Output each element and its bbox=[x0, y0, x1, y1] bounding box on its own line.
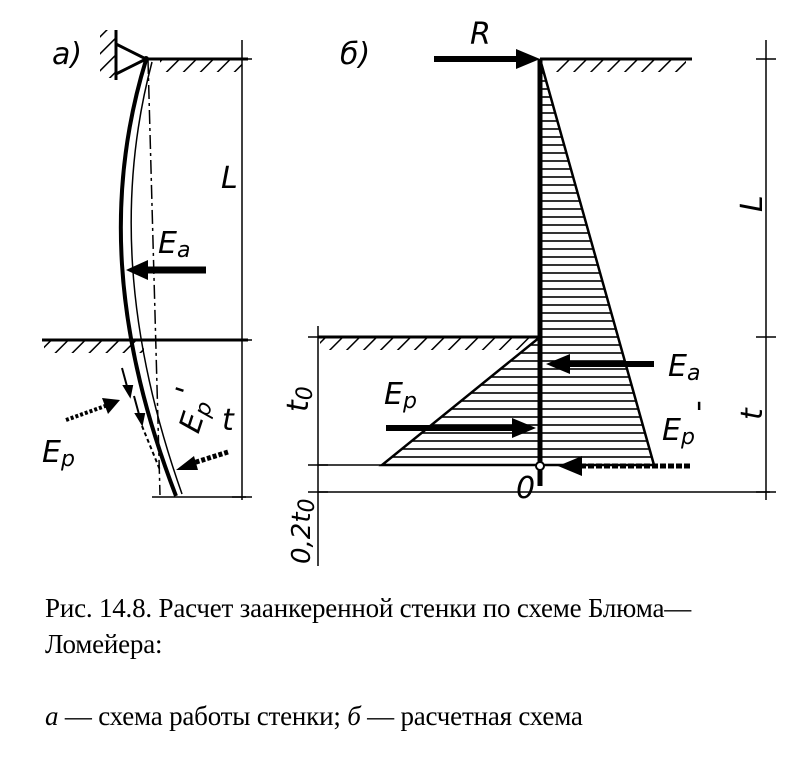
legend-b-text: — расчетная схема bbox=[360, 701, 583, 731]
active-pressure-diagram bbox=[538, 58, 656, 467]
label-Ep-a: Ep bbox=[42, 435, 75, 472]
figure-caption-legend: а — схема работы стенки; б — расчетная с… bbox=[45, 698, 785, 734]
legend-b-key: б bbox=[347, 701, 361, 731]
label-Ea-a: Ea bbox=[158, 226, 190, 263]
panel-b: б) R Ea bbox=[281, 17, 776, 566]
active-pressure-arrow-b bbox=[546, 354, 654, 374]
passive-pressure-reverse-arrow-b bbox=[558, 456, 690, 476]
dim-label-t0: t0 bbox=[281, 386, 318, 412]
passive-pressure-arrow-b bbox=[386, 418, 536, 438]
figure-number: Рис. 14.8. bbox=[45, 593, 152, 623]
label-Ep-b: Ep bbox=[384, 377, 417, 414]
label-Ep-prime-b: Ep' bbox=[662, 397, 703, 450]
deflected-wall bbox=[118, 59, 178, 497]
ground-dredge-b bbox=[318, 335, 540, 350]
active-pressure-arrow-a bbox=[126, 260, 206, 280]
dim-label-t-b: t bbox=[735, 407, 770, 420]
passive-pressure-arrow-a bbox=[65, 398, 120, 422]
panel-a-tag: а) bbox=[52, 37, 82, 72]
legend-a-key: а bbox=[45, 701, 59, 731]
anchor-reaction-arrow bbox=[434, 49, 540, 69]
dimension-lines-b-right bbox=[540, 40, 776, 500]
figure-caption-title: Рис. 14.8. Расчет заанкеренной стенки по… bbox=[45, 590, 785, 662]
dim-label-L-b: L bbox=[735, 195, 770, 212]
ground-top-b bbox=[540, 57, 692, 72]
label-R: R bbox=[470, 17, 491, 52]
dimension-lines-b-left bbox=[308, 326, 540, 566]
ground-dredge-a bbox=[42, 338, 248, 353]
soil-movement-arrows-a bbox=[121, 367, 161, 471]
legend-a-text: — схема работы стенки; bbox=[58, 701, 348, 731]
point-O bbox=[535, 461, 545, 471]
anchor-support bbox=[100, 30, 149, 80]
label-Ea-b: Ea bbox=[668, 349, 700, 386]
label-O: 0 bbox=[516, 471, 535, 506]
panel-b-tag: б) bbox=[340, 37, 370, 72]
dimension-lines-a bbox=[152, 40, 252, 500]
wall-axis-a bbox=[147, 59, 161, 496]
ground-top-a bbox=[146, 57, 248, 72]
passive-pressure-reverse-arrow-a bbox=[176, 449, 229, 470]
figure-title: Расчет заанкеренной стенки по схеме Блюм… bbox=[45, 593, 692, 659]
dim-label-0-2t0: 0,2t0 bbox=[287, 498, 320, 564]
dim-label-L-a: L bbox=[221, 161, 238, 196]
label-Ep-prime-a: Ep' bbox=[159, 383, 220, 438]
dim-label-t-a: t bbox=[222, 403, 235, 438]
panel-a: а) L bbox=[42, 30, 252, 500]
